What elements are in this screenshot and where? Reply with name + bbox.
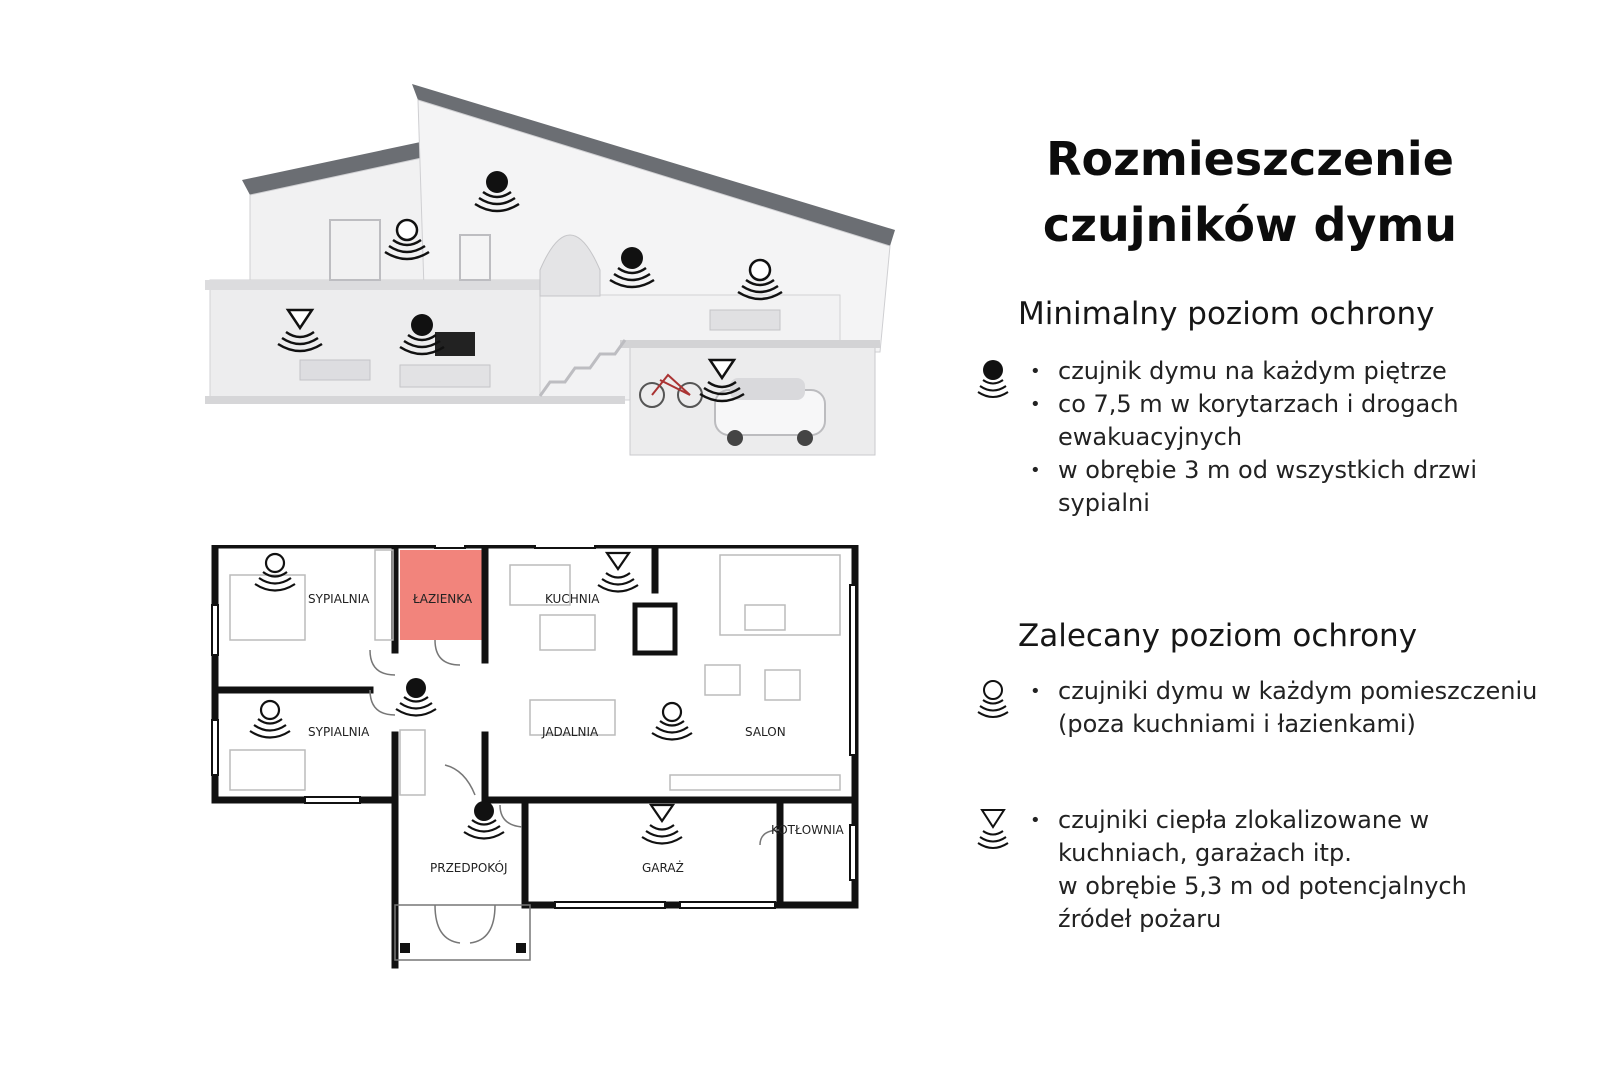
room-label-sypialnia: SYPIALNIA bbox=[308, 725, 370, 739]
minimal-protection-heading: Minimalny poziom ochrony bbox=[1018, 296, 1435, 332]
recommended-protection-list: czujniki dymu w każdym pomieszczeniu (po… bbox=[1030, 675, 1540, 741]
heat-detector-icon bbox=[977, 809, 1009, 849]
list-item: czujnik dymu na każdym piętrze bbox=[1030, 355, 1540, 388]
room-label-kuchnia: KUCHNIA bbox=[545, 592, 600, 606]
room-label-kotlownia: KOTŁOWNIA bbox=[771, 823, 845, 837]
bathroom-highlight bbox=[400, 550, 485, 640]
legend-panel: Rozmieszczenie czujników dymu Minimalny … bbox=[940, 0, 1620, 1080]
main-roof bbox=[412, 84, 895, 246]
smoke-detector-outline-icon bbox=[650, 701, 694, 741]
smoke-detector-outline-icon bbox=[248, 699, 292, 739]
room-label-przedpokoj: PRZEDPOKÓJ bbox=[430, 860, 508, 875]
smoke-detector-outline-icon bbox=[253, 552, 297, 592]
list-item: co 7,5 m w korytarzach i drogach ewakuac… bbox=[1030, 388, 1540, 454]
recommended-protection-heading: Zalecany poziom ochrony bbox=[1018, 618, 1418, 654]
floor-plan: SYPIALNIA ŁAZIENKA KUCHNIA SYPIALNIA JAD… bbox=[211, 545, 859, 969]
heat-detector-icon bbox=[640, 803, 684, 845]
smoke-detector-outline-icon bbox=[977, 680, 1009, 718]
list-item: w obrębie 3 m od wszystkich drzwi sypial… bbox=[1030, 454, 1540, 520]
title-line-1: Rozmieszczenie bbox=[1046, 132, 1454, 186]
list-item: czujniki ciepła zlokalizowane w kuchniac… bbox=[1030, 804, 1540, 870]
room-label-salon: SALON bbox=[745, 725, 786, 739]
list-item: w obrębie 5,3 m od potencjalnych źródeł … bbox=[1058, 872, 1467, 933]
room-label-lazienka: ŁAZIENKA bbox=[412, 592, 473, 606]
title-line-2: czujników dymu bbox=[1042, 198, 1458, 252]
house-cutaway-illustration bbox=[205, 84, 895, 456]
smoke-detector-filled-icon bbox=[462, 799, 506, 840]
smoke-detector-filled-icon bbox=[394, 676, 438, 717]
heat-detector-list: czujniki ciepła zlokalizowane w kuchniac… bbox=[1030, 804, 1540, 936]
room-label-garaz: GARAŻ bbox=[642, 860, 684, 875]
room-label-sypialnia: SYPIALNIA bbox=[308, 592, 370, 606]
room-label-jadalnia: JADALNIA bbox=[541, 725, 599, 739]
page-title: Rozmieszczenie czujników dymu bbox=[1000, 126, 1500, 258]
heat-detector-icon bbox=[596, 551, 640, 593]
left-roof bbox=[242, 140, 440, 195]
list-item: czujniki dymu w każdym pomieszczeniu (po… bbox=[1030, 675, 1540, 741]
smoke-detector-filled-icon bbox=[977, 360, 1009, 398]
minimal-protection-list: czujnik dymu na każdym piętrze co 7,5 m … bbox=[1030, 355, 1540, 520]
